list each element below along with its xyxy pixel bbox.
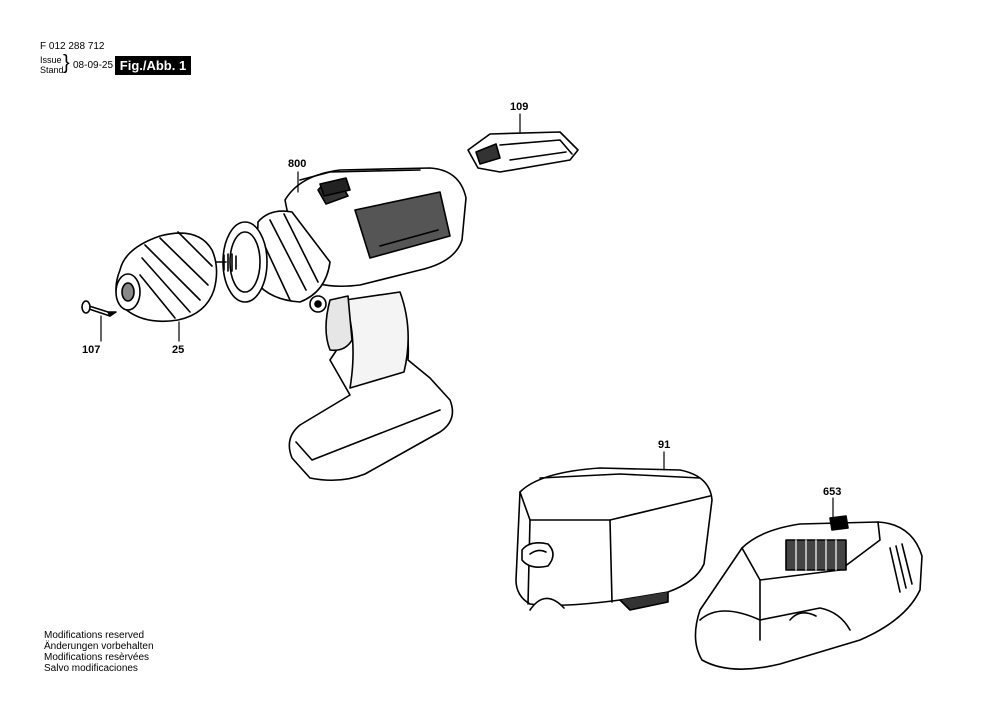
- issue-stand-labels: Issue Stand: [40, 55, 64, 75]
- part-label-107: 107: [82, 344, 101, 356]
- part-653-charger: [694, 515, 923, 670]
- part-label-109: 109: [510, 101, 529, 113]
- part-91-battery-pack: [515, 467, 713, 611]
- issue-date: 08-09-25: [73, 60, 114, 71]
- modifications-notice: Modifications reserved Änderungen vorbeh…: [44, 630, 154, 674]
- notice-line-fr: Modifications resèrvées: [44, 652, 150, 663]
- figure-label: Fig./Abb. 1: [115, 56, 191, 75]
- part-109-belt-clip: [467, 131, 579, 173]
- document-number: F 012 288 712: [40, 41, 105, 52]
- part-25-chuck: [115, 231, 218, 323]
- notice-line-en: Modifications reserved: [44, 630, 145, 641]
- part-800-drill-body: [215, 167, 467, 482]
- part-label-800: 800: [288, 158, 307, 170]
- part-label-91: 91: [658, 439, 671, 451]
- issue-label: Issue: [40, 55, 62, 65]
- leader-lines: [100, 113, 834, 519]
- part-107-screw: [81, 300, 117, 317]
- notice-line-es: Salvo modificaciones: [44, 663, 138, 674]
- stand-label: Stand: [40, 65, 64, 75]
- part-label-25: 25: [172, 344, 185, 356]
- notice-line-de: Änderungen vorbehalten: [44, 641, 154, 652]
- brace-glyph: }: [63, 52, 70, 74]
- part-label-653: 653: [823, 486, 842, 498]
